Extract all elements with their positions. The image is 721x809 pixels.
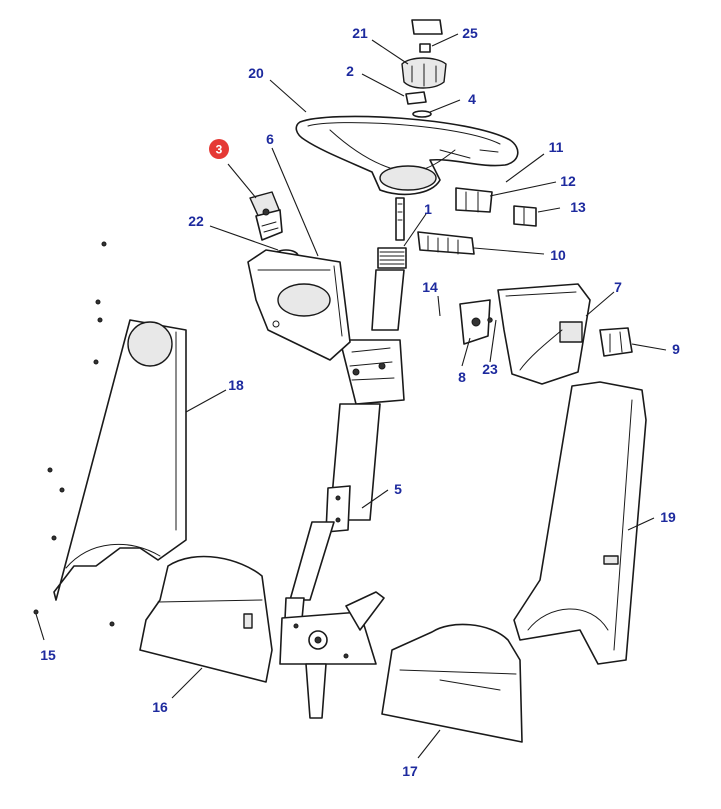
callout-25: 25	[462, 25, 478, 41]
top-cap-part	[411, 19, 443, 35]
callout-4: 4	[468, 91, 476, 107]
left-panel-screws	[33, 241, 115, 627]
callout-5: 5	[394, 481, 402, 497]
steering-column-part	[283, 247, 407, 641]
callout-13: 13	[570, 199, 586, 215]
callout-19: 19	[660, 509, 676, 525]
steering-shaft-part	[395, 197, 405, 241]
callout-17: 17	[402, 763, 418, 779]
leader-lines	[35, 33, 667, 759]
callout-3: 3	[216, 143, 223, 157]
callout-9: 9	[672, 341, 680, 357]
callout-23: 23	[482, 361, 498, 377]
highlight-badge	[209, 139, 229, 159]
left-side-panel-part	[53, 319, 187, 601]
callout-7: 7	[614, 279, 622, 295]
toggle-switch-part	[599, 327, 633, 357]
steering-nut-part	[405, 91, 427, 105]
switch-panel-part	[417, 231, 475, 255]
mounting-bracket-part	[459, 299, 491, 345]
callout-8: 8	[458, 369, 466, 385]
callout-10: 10	[550, 247, 566, 263]
callout-20: 20	[248, 65, 264, 81]
left-floor-cover-part	[139, 555, 273, 683]
callout-2: 2	[346, 63, 354, 79]
steering-hub-cap-part	[401, 57, 447, 89]
callout-1: 1	[424, 201, 432, 217]
switch-part	[513, 205, 537, 227]
right-column-shroud-part	[497, 283, 591, 385]
callout-14: 14	[422, 279, 438, 295]
callout-21: 21	[352, 25, 368, 41]
highlighted-callout-3: 3	[209, 139, 229, 159]
pedal-bracket-part	[279, 591, 385, 719]
callout-6: 6	[266, 131, 274, 147]
callout-16: 16	[152, 699, 168, 715]
left-column-shroud-part	[247, 249, 351, 361]
screw-part	[487, 317, 493, 323]
ignition-switch-part	[249, 191, 283, 241]
steering-wheel-part	[295, 115, 519, 196]
callout-22: 22	[188, 213, 204, 229]
right-floor-cover-part	[381, 623, 523, 743]
small-nut-part	[419, 43, 431, 53]
double-switch-part	[455, 187, 493, 213]
callout-15: 15	[40, 647, 56, 663]
washer-part	[412, 110, 432, 118]
callout-12: 12	[560, 173, 576, 189]
right-side-panel-part	[513, 381, 647, 665]
callout-labels: 21 25 20 2 4 6 11 12 1 13 22 10 14 7 9 2…	[40, 25, 680, 779]
callout-18: 18	[228, 377, 244, 393]
callout-11: 11	[549, 139, 564, 155]
